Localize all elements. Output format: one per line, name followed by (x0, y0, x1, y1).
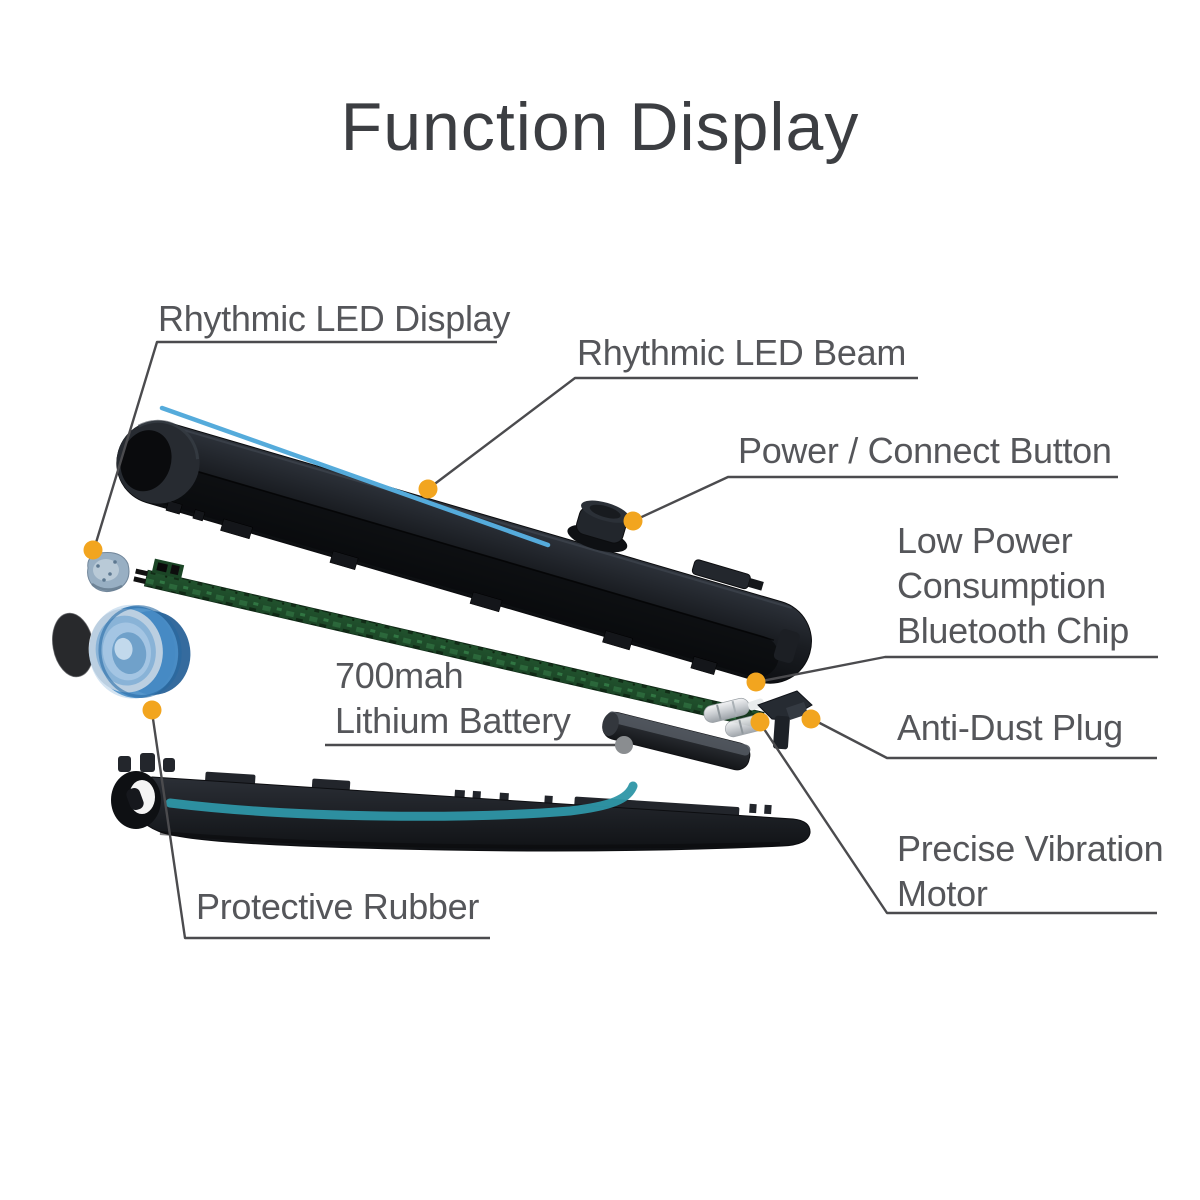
leader-anti-dust-plug (811, 717, 1157, 760)
page-title: Function Display (340, 89, 860, 165)
bluetooth-pcb-strip (133, 558, 765, 729)
label-rhythmic-led-display: Rhythmic LED Display (158, 298, 511, 339)
dot-bluetooth-chip (746, 672, 766, 692)
dot-rhythmic-led-display (83, 540, 103, 560)
leader-rhythmic-led-display (93, 340, 497, 547)
dot-rhythmic-led-beam (418, 479, 438, 499)
dot-lithium-battery (615, 736, 633, 754)
callout-dots (83, 479, 821, 754)
top-cover-shell (116, 419, 812, 684)
leader-protective-rubber (150, 711, 490, 940)
label-rhythmic-led-beam: Rhythmic LED Beam (577, 332, 907, 373)
protective-rubber-shell (111, 753, 811, 852)
dot-protective-rubber (142, 700, 162, 720)
label-power-connect-button: Power / Connect Button (738, 430, 1112, 471)
label-protective-rubber: Protective Rubber (196, 886, 480, 927)
led-beam-strip (159, 405, 551, 548)
power-connect-button (567, 500, 630, 553)
dot-anti-dust-plug (801, 709, 821, 729)
leader-rhythmic-led-beam (427, 376, 918, 490)
speaker-driver (88, 604, 191, 699)
dot-power-connect-button (623, 511, 643, 531)
leader-vibration-motor (759, 722, 1157, 915)
label-bluetooth-chip: Low Power Consumption Bluetooth Chip (897, 520, 1129, 651)
leader-bluetooth-chip (756, 655, 1158, 684)
leader-power-connect-button (632, 475, 1118, 523)
label-anti-dust-plug: Anti-Dust Plug (897, 707, 1123, 748)
label-lithium-battery: 700mah Lithium Battery (335, 655, 571, 741)
lithium-battery (602, 711, 751, 771)
leader-lines (93, 340, 1158, 940)
dot-vibration-motor (750, 712, 770, 732)
anti-dust-plug (747, 690, 813, 750)
label-vibration-motor: Precise Vibration Motor (897, 828, 1164, 914)
rubber-teal-stripe (165, 781, 638, 821)
